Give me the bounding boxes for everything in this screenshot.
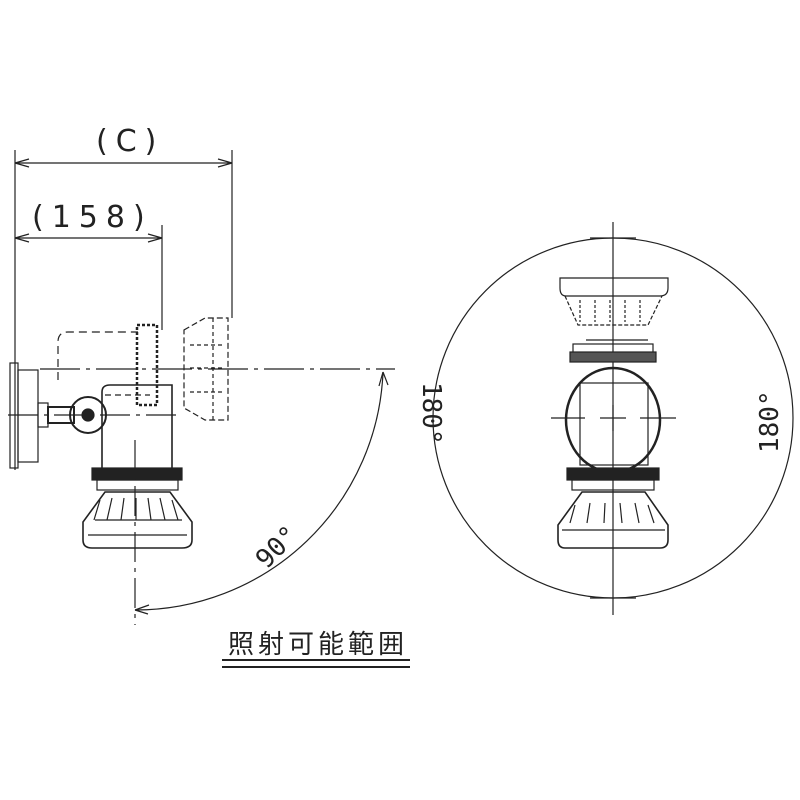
tilt-arc bbox=[134, 371, 389, 615]
front-right-angle-label: 180° bbox=[755, 390, 785, 453]
front-left-angle-label: 180° bbox=[416, 382, 446, 445]
tilt-angle-label: 90° bbox=[250, 520, 304, 574]
dimension-158-label: (158) bbox=[32, 200, 153, 235]
side-view-fixture bbox=[8, 317, 395, 625]
irradiation-range-caption: 照射可能範囲 bbox=[228, 630, 409, 660]
front-view-fixture bbox=[432, 222, 794, 615]
dimension-c-label: (C) bbox=[96, 124, 165, 159]
dimension-158 bbox=[14, 225, 163, 330]
caption-underline bbox=[222, 659, 410, 668]
dimension-c bbox=[14, 150, 233, 470]
